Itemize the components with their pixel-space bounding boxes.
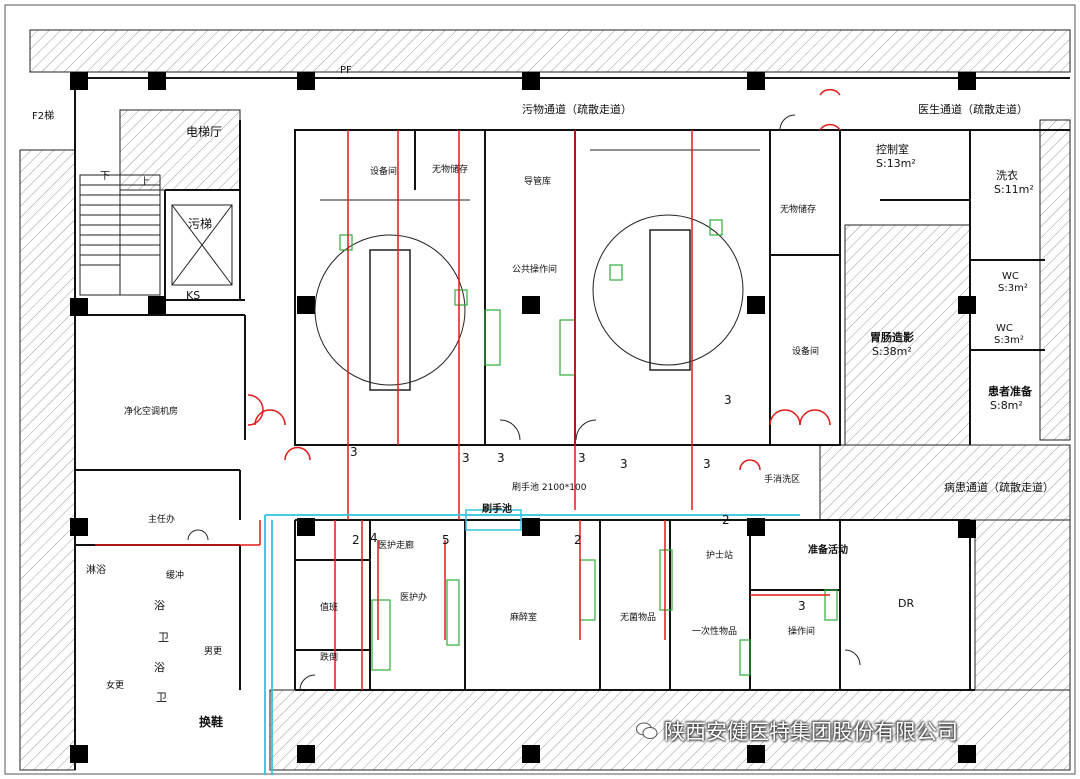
label-sterile-storage-2: 无物储存 [780,205,817,215]
label-patient-prep-short: 准备活动 [808,545,848,556]
label-doctor-corridor: 医生通道（疏散走道） [918,103,1028,116]
label-anesthesia-room: 麻醉室 [510,613,538,623]
number-label: 3 [350,445,358,459]
number-label: 4 [370,531,378,545]
label-shower: 淋浴 [86,565,106,576]
label-bath1: 浴 [154,599,165,612]
number-label: 3 [620,457,628,471]
label-gastro-area: S:38m² [872,345,912,358]
label-dirty-corridor: 污物通道（疏散走道） [522,103,632,116]
doors [187,114,861,691]
label-nurse-station: 护士站 [706,551,734,561]
label-wc2: WC [996,323,1013,334]
label-wc1-area: S:3m² [998,283,1028,294]
number-label: 2 [352,533,360,547]
label-control-room: 控制室 [876,143,909,156]
number-label: 3 [724,393,732,407]
label-wc1: WC [1002,271,1019,282]
label-changing-shoes: 换鞋 [199,715,224,729]
label-patient-prep: 患者准备 [988,385,1032,398]
wechat-icon [636,722,658,739]
label-control-room-area: S:13m² [876,157,916,170]
label-bath2: 浴 [154,661,165,674]
label-sterile-storage-1: 无物储存 [432,165,469,175]
number-label: 3 [798,599,806,613]
label-operation-room: 操作间 [788,627,816,637]
label-dr: DR [898,597,915,610]
label-wc2-area: S:3m² [994,335,1024,346]
number-label: 5 [442,533,450,547]
label-equipment-room-2: 设备间 [792,347,820,357]
watermark: 陕西安健医特集团股份有限公司 [636,716,958,746]
label-buffer: 缓冲 [166,571,185,581]
label-hand-wash-area: 手消洗区 [764,475,801,485]
c-arm-equipment [314,149,760,391]
label-gastro-room: 胃肠造影 [870,331,914,344]
exterior-wall-hatch [19,29,1071,771]
label-elevator-hall: 电梯厅 [186,125,223,139]
number-label: 3 [578,451,586,465]
label-wc-a: 卫 [158,631,169,644]
label-stair-down: 下 [100,171,110,182]
label-patient-corridor: 病患通道（疏散走道） [944,481,1054,494]
cyan-pipe-lines [264,509,800,775]
elevator-shaft [171,204,233,286]
label-male-change: 男更 [204,647,223,657]
number-label: 2 [722,513,730,527]
number-label: 3 [703,457,711,471]
label-catheter-room: 导管库 [524,177,552,187]
label-public-operation: 公共操作间 [512,265,558,275]
walls [74,77,1070,770]
structural-columns [70,72,976,763]
number-label: 3 [462,451,470,465]
label-protection-corridor: 医护走廊 [378,541,415,551]
label-stair-up: 上 [140,177,150,188]
label-ks: KS [186,289,201,302]
number-label: 2 [574,533,582,547]
label-wc-b: 卫 [156,691,167,704]
label-pf: PF [340,65,352,76]
number-label: 3 [497,451,505,465]
label-director-office: 主任办 [148,515,176,525]
label-disposable-goods: 一次性物品 [692,627,738,637]
staircase [79,174,161,296]
equipment-cabinets [339,219,838,676]
label-washroom: 洗衣 [996,169,1018,182]
label-scrub-sink: 刷手池 [482,504,512,515]
label-sterile-goods: 无菌物品 [620,613,657,623]
label-hvac-room: 净化空调机房 [124,407,179,417]
label-equipment-room-1: 设备间 [370,167,398,177]
watermark-text: 陕西安健医特集团股份有限公司 [664,720,958,744]
red-pipe-lines [95,88,841,690]
label-fall: 跌倒 [320,653,339,663]
label-washroom-area: S:11m² [994,183,1034,196]
label-medical-office: 医护办 [400,593,428,603]
label-dirty-elevator: 污梯 [188,217,213,231]
label-female-change: 女更 [106,681,125,691]
label-scrub-sink-spec: 刷手池 2100*100 [512,483,587,493]
label-duty-room: 值班 [320,603,339,613]
label-stair-f2: F2梯 [32,111,55,122]
label-patient-prep-area: S:8m² [990,399,1023,412]
